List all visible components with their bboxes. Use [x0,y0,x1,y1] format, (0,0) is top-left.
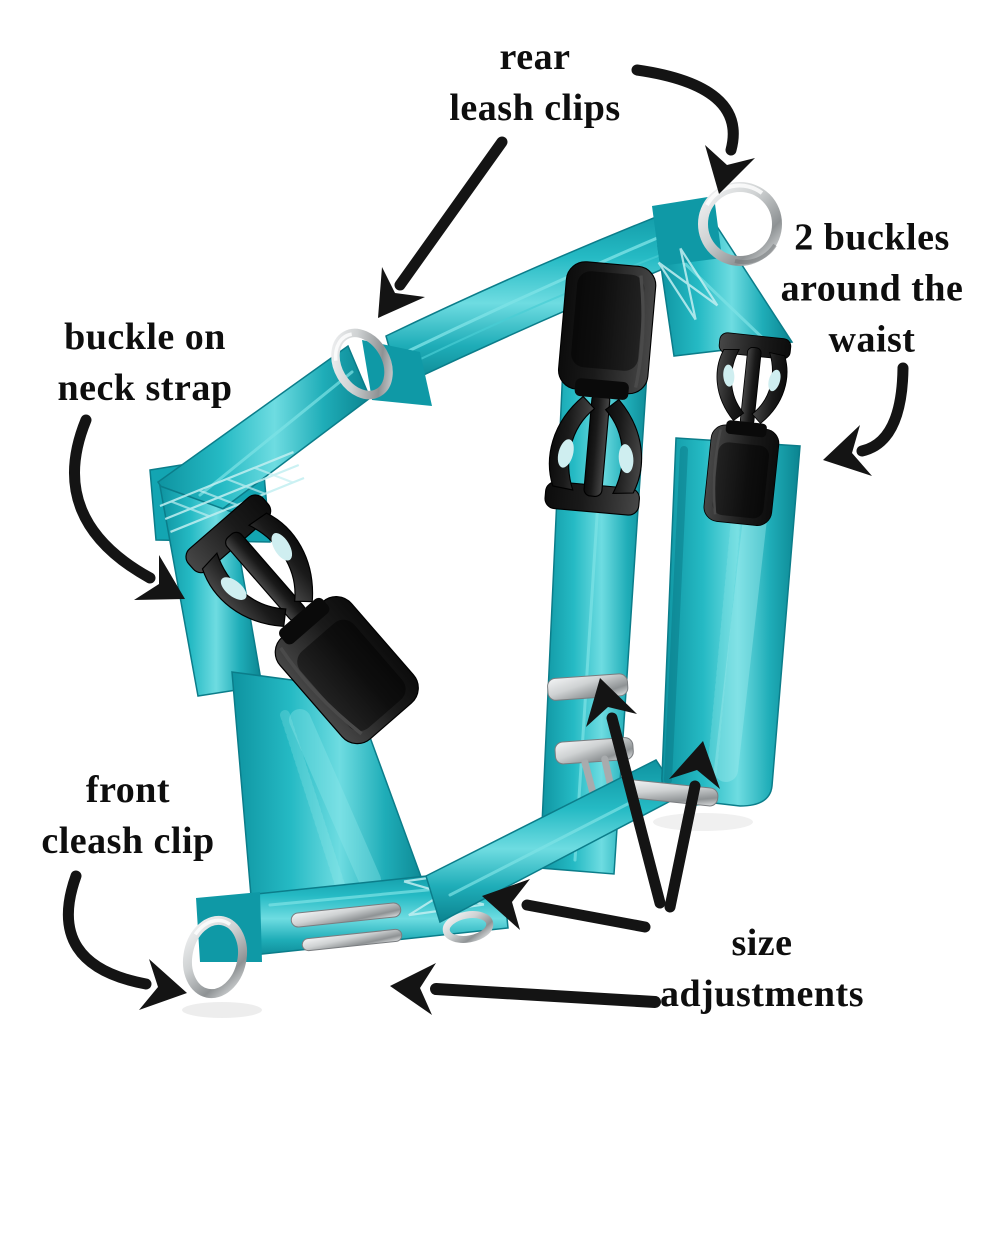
arrow-neck-buckle [69,414,185,600]
label-line: leash clips [449,87,621,129]
rear-o-ring [698,182,782,266]
arrow-rear-leash-clip-left [378,136,508,318]
label-size-adjustments: size adjustments [660,918,864,1020]
label-line: 2 buckles [794,216,950,259]
bottom-slide-adjuster [290,902,403,952]
arrow-front-clip [62,870,187,1010]
label-line: size [731,922,793,964]
arrow-size-adjust-right-slide [664,741,720,913]
label-line: rear [499,36,571,78]
label-rear-leash-clips: rear leash clips [449,32,620,134]
label-line: waist [828,318,916,361]
front-d-ring [182,915,248,999]
label-line: adjustments [660,973,864,1015]
arrow-size-adjust-chest-slide [586,678,666,909]
label-line: cleash clip [41,820,215,862]
arrow-size-adjust-bottom [390,963,661,1015]
label-neck-buckle: buckle on neck strap [58,312,233,414]
arrow-waist-buckles [823,362,909,476]
label-line: around the [780,267,964,310]
left-d-ring [331,328,393,400]
label-line: front [85,769,171,811]
stitch-box-rear [657,247,719,321]
back-strap [385,200,705,388]
label-waist-buckles: 2 buckles around the waist [781,213,964,366]
bottom-small-ring [442,911,494,943]
label-line: buckle on [64,316,226,358]
arrow-size-adjust-junction [482,879,651,933]
label-front-leash-clip: front cleash clip [41,765,214,867]
shadow [653,813,753,831]
shadow [182,1002,262,1018]
stitch-box-neck [159,451,305,533]
arrow-rear-leash-clip-right [631,64,755,194]
label-line: neck strap [57,367,233,409]
